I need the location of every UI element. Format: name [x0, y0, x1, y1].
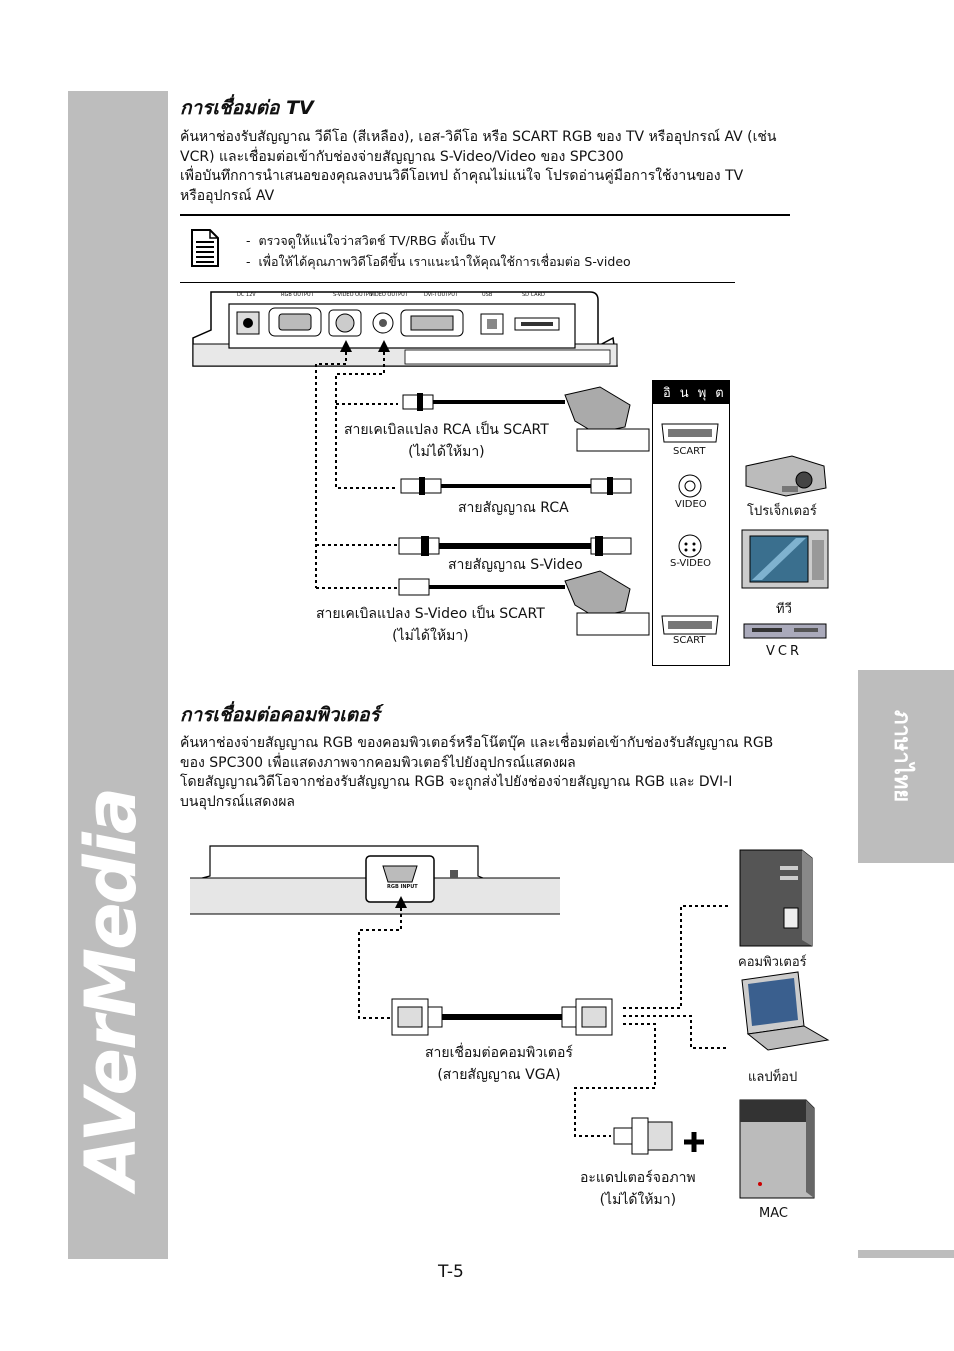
port-label: DC 12V	[237, 292, 256, 298]
computer-icon	[739, 849, 813, 947]
device-back-panel	[192, 291, 618, 367]
rca-scart-label-line: สายเคเบิลแปลง RCA เป็น SCART	[344, 422, 549, 438]
mac-label: MAC	[759, 1206, 788, 1221]
port-label: S-VIDEO OUTPUT	[333, 292, 376, 298]
vcr-label: VCR	[766, 644, 803, 659]
input-port-video-label: VIDEO	[675, 499, 707, 510]
language-tab: ภาษาไทย	[858, 670, 954, 863]
port-label: DVI-I OUTPUT	[424, 292, 458, 298]
adapter-label-line: อะแดปเตอร์จอภาพ	[580, 1170, 696, 1186]
pc-paragraph-line: โดยสัญญาณวิดีโอจากช่องรับสัญญาณ RGB จะถู…	[180, 774, 733, 790]
tv-label: ทีวี	[776, 602, 792, 617]
pc-connection-lines	[358, 896, 729, 1137]
port-label: RGB OUTPUT	[281, 292, 314, 298]
adapter-icon	[613, 1117, 704, 1155]
input-port-scart-label: SCART	[673, 635, 706, 646]
vga-cable-label-line: สายเชื่อมต่อคอมพิวเตอร์	[425, 1045, 573, 1061]
pc-paragraph-line: ของ SPC300 เพื่อแสดงภาพจากคอมพิวเตอร์ไปย…	[180, 754, 576, 771]
adapter-label: อะแดปเตอร์จอภาพ (ไม่ได้ให้มา)	[580, 1167, 696, 1211]
vga-cable-label-line: (สายสัญญาณ VGA)	[437, 1067, 561, 1083]
note-1-text: ตรวจดูให้แน่ใจว่าสวิตช์ TV/RBG ตั้งเป็น …	[258, 233, 496, 248]
pc-paragraph-line: บนอุปกรณ์แสดงผล	[180, 793, 296, 810]
tv-paragraph-line: เพื่อบันทึกการนำเสนอของคุณลงบนวิดีโอเทป …	[180, 168, 744, 184]
input-panel-ports	[661, 423, 719, 635]
note-icon	[191, 229, 219, 267]
divider-top	[180, 214, 790, 216]
note-2: - เพื่อให้ได้คุณภาพวิดีโอดีขึ้น เราแนะนำ…	[246, 254, 631, 269]
note-2-text: เพื่อให้ได้คุณภาพวิดีโอดีขึ้น เราแนะนำให…	[258, 254, 631, 269]
vga-cable-icon	[391, 998, 613, 1036]
pc-heading: การเชื่อมต่อคอมพิวเตอร์	[180, 704, 380, 726]
computer-label: คอมพิวเตอร์	[738, 955, 807, 970]
tv-paragraph-line: ค้นหาช่องรับสัญญาณ วีดีโอ (สีเหลือง), เอ…	[180, 129, 777, 145]
page-number: T-5	[438, 1262, 464, 1282]
input-panel: อินพุต	[652, 380, 730, 666]
note-1: - ตรวจดูให้แน่ใจว่าสวิตช์ TV/RBG ตั้งเป็…	[246, 233, 496, 248]
input-port-scart-label: SCART	[673, 446, 706, 457]
tv-cables	[398, 386, 650, 636]
adapter-label-line: (ไม่ได้ให้มา)	[599, 1192, 677, 1208]
divider-bottom	[180, 282, 735, 283]
svideo-scart-label: สายเคเบิลแปลง S-Video เป็น SCART (ไม่ได้…	[316, 603, 545, 647]
svideo-scart-label-line: (ไม่ได้ให้มา)	[392, 628, 469, 644]
tv-paragraph: ค้นหาช่องรับสัญญาณ วีดีโอ (สีเหลือง), เอ…	[180, 128, 830, 206]
rca-scart-label-line: (ไม่ได้ให้มา)	[408, 444, 485, 460]
projector-icon	[745, 455, 827, 497]
sidebar-band	[68, 91, 168, 1259]
port-label: VIDEO OUTPUT	[370, 292, 408, 298]
rca-scart-label: สายเคเบิลแปลง RCA เป็น SCART (ไม่ได้ให้ม…	[344, 419, 549, 463]
pc-devices	[739, 849, 830, 1199]
bottom-bar	[858, 1250, 954, 1258]
svideo-cable-label: สายสัญญาณ S-Video	[448, 557, 583, 573]
laptop-icon	[741, 971, 830, 1051]
vga-cable-label: สายเชื่อมต่อคอมพิวเตอร์ (สายสัญญาณ VGA)	[425, 1042, 573, 1086]
port-label: SD CARD	[522, 292, 545, 298]
tv-connection-lines	[315, 340, 398, 589]
av-devices	[741, 455, 829, 639]
rca-cable-label: สายสัญญาณ RCA	[458, 500, 569, 516]
tv-paragraph-line: VCR) และเชื่อมต่อเข้ากับช่องจ่ายสัญญาณ S…	[180, 148, 624, 165]
brand-logo: AVerMedia	[70, 789, 152, 1190]
projector-label: โปรเจ็กเตอร์	[747, 504, 817, 519]
tv-heading: การเชื่อมต่อ TV	[180, 97, 314, 119]
svideo-scart-label-line: สายเคเบิลแปลง S-Video เป็น SCART	[316, 606, 545, 622]
language-tab-label: ภาษาไทย	[889, 710, 914, 803]
mac-icon	[739, 1099, 815, 1199]
tv-paragraph-line: หรืออุปกรณ์ AV	[180, 187, 275, 204]
pc-paragraph: ค้นหาช่องจ่ายสัญญาณ RGB ของคอมพิวเตอร์หร…	[180, 734, 830, 812]
pc-paragraph-line: ค้นหาช่องจ่ายสัญญาณ RGB ของคอมพิวเตอร์หร…	[180, 735, 774, 751]
laptop-label: แลปท็อป	[748, 1070, 798, 1085]
vcr-icon	[743, 623, 827, 639]
device-side-panel	[190, 845, 560, 915]
tv-icon	[741, 529, 829, 589]
port-label: USB	[482, 292, 493, 298]
rgb-input-label: RGB INPUT	[387, 884, 418, 890]
input-port-svideo-label: S-VIDEO	[670, 558, 712, 569]
input-panel-title: อินพุต	[653, 381, 729, 404]
